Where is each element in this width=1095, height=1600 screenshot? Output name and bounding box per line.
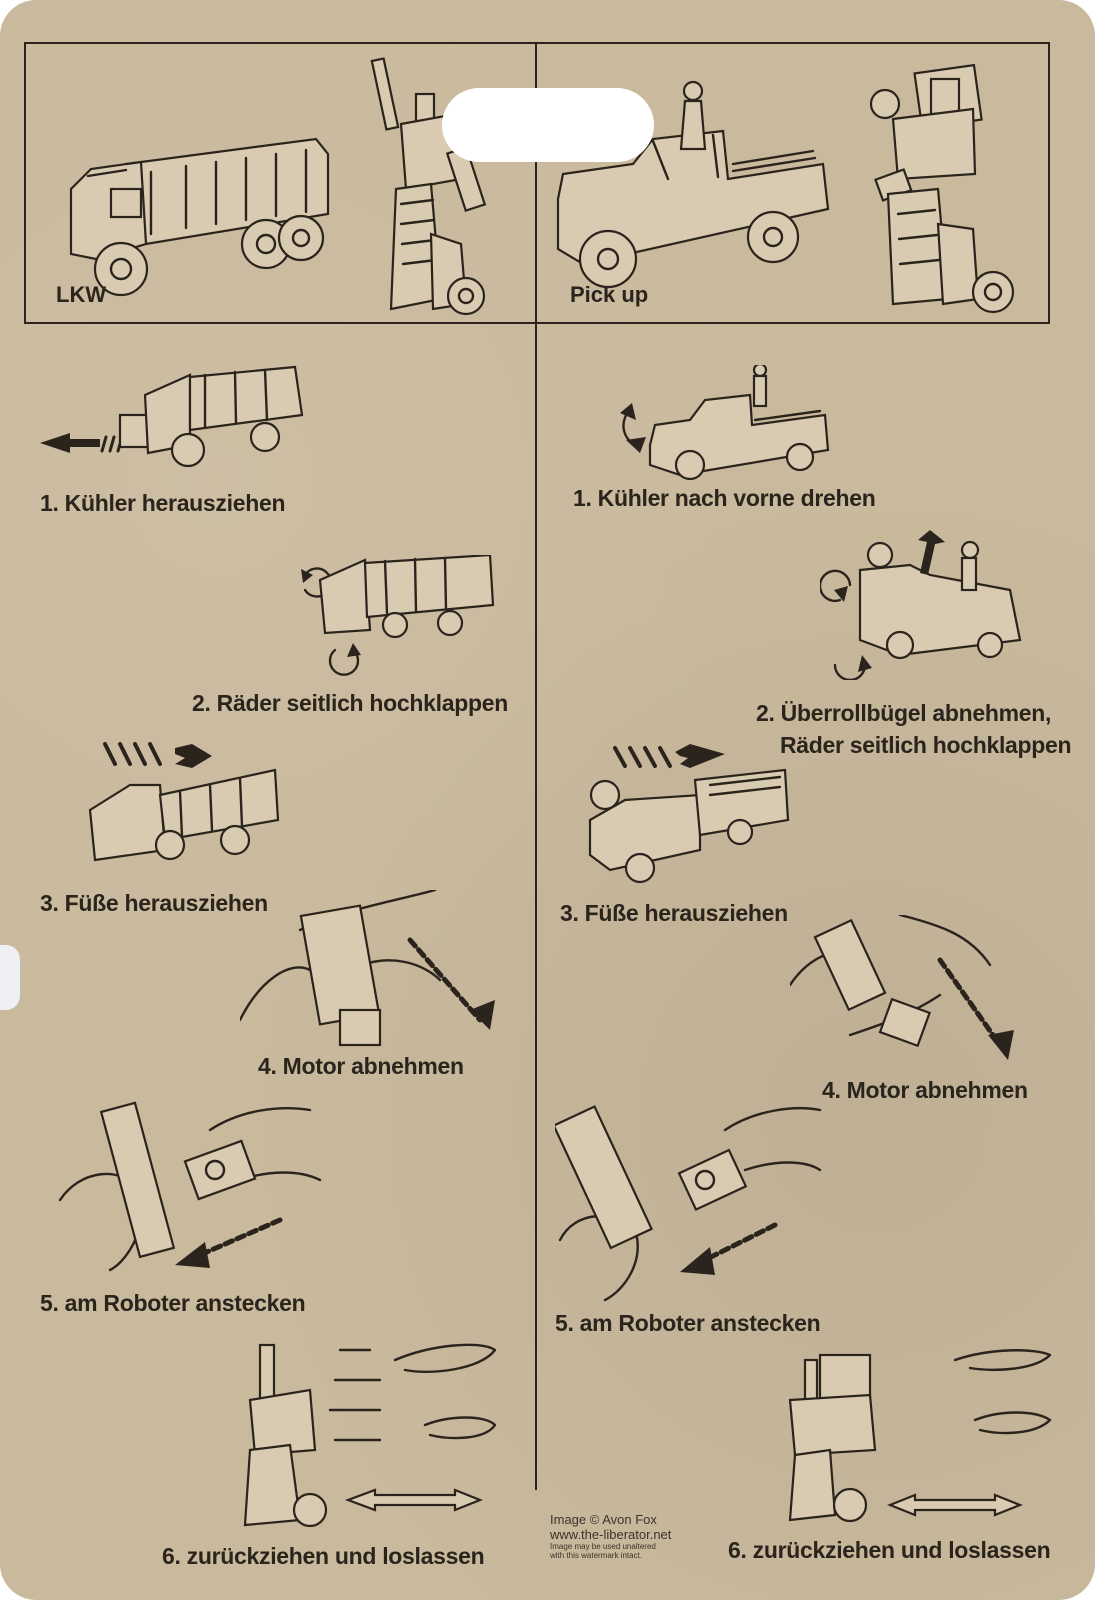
left-step5-illustration (58, 1101, 322, 1272)
hang-hole (442, 88, 654, 162)
panel-lkw: LKW (26, 44, 534, 322)
lkw-robot-illustration (370, 57, 487, 316)
right-step-6: 6. zurückziehen und loslassen (728, 1537, 1051, 1563)
left-step-5: 5. am Roboter anstecken (40, 1290, 306, 1316)
right-step-2-line-2: Räder seitlich hochklappen (780, 732, 1072, 758)
right-step1-illustration (620, 365, 830, 480)
right-step-5: 5. am Roboter anstecken (555, 1310, 821, 1336)
vehicle-label-pickup: Pick up (570, 282, 649, 307)
panel-pickup: Pick up (538, 44, 1048, 322)
dump-truck-illustration (69, 137, 330, 297)
left-step-2: 2. Räder seitlich hochklappen (192, 690, 508, 716)
watermark: Image © Avon Fox www.the-liberator.net I… (550, 1512, 671, 1560)
left-step6-illustration (243, 1343, 497, 1528)
right-step6-illustration (788, 1349, 1052, 1523)
right-step-1: 1. Kühler nach vorne drehen (573, 485, 876, 511)
right-step-3: 3. Füße herausziehen (560, 900, 788, 926)
right-step-4: 4. Motor abnehmen (822, 1077, 1028, 1103)
center-divider-line (535, 42, 537, 1490)
right-step2-illustration (820, 530, 1022, 680)
pickup-truck-illustration (556, 80, 830, 289)
left-step-4: 4. Motor abnehmen (258, 1053, 464, 1079)
left-step-1: 1. Kühler herausziehen (40, 490, 286, 516)
right-step5-illustration (555, 1105, 822, 1302)
left-step1-illustration (40, 365, 304, 468)
left-step4-illustration (240, 890, 495, 1047)
right-step4-illustration (790, 915, 1014, 1060)
top-vehicle-frame (24, 42, 1050, 324)
left-step3-illustration (88, 742, 280, 862)
left-step-3: 3. Füße herausziehen (40, 890, 268, 916)
torn-edge (0, 945, 20, 1010)
pickup-robot-illustration (869, 64, 1015, 314)
watermark-url: www.the-liberator.net (550, 1527, 672, 1542)
right-step3-illustration (588, 744, 790, 884)
right-step-2-line-1: 2. Überrollbügel abnehmen, (756, 700, 1052, 726)
vehicle-label-lkw: LKW (56, 282, 107, 307)
watermark-credit: Image © Avon Fox (550, 1512, 657, 1527)
left-step-6: 6. zurückziehen und loslassen (162, 1543, 485, 1569)
watermark-notice-2: with this watermark intact. (550, 1551, 643, 1560)
left-step2-illustration (301, 555, 495, 676)
watermark-notice-1: Image may be used unaltered (550, 1542, 656, 1551)
